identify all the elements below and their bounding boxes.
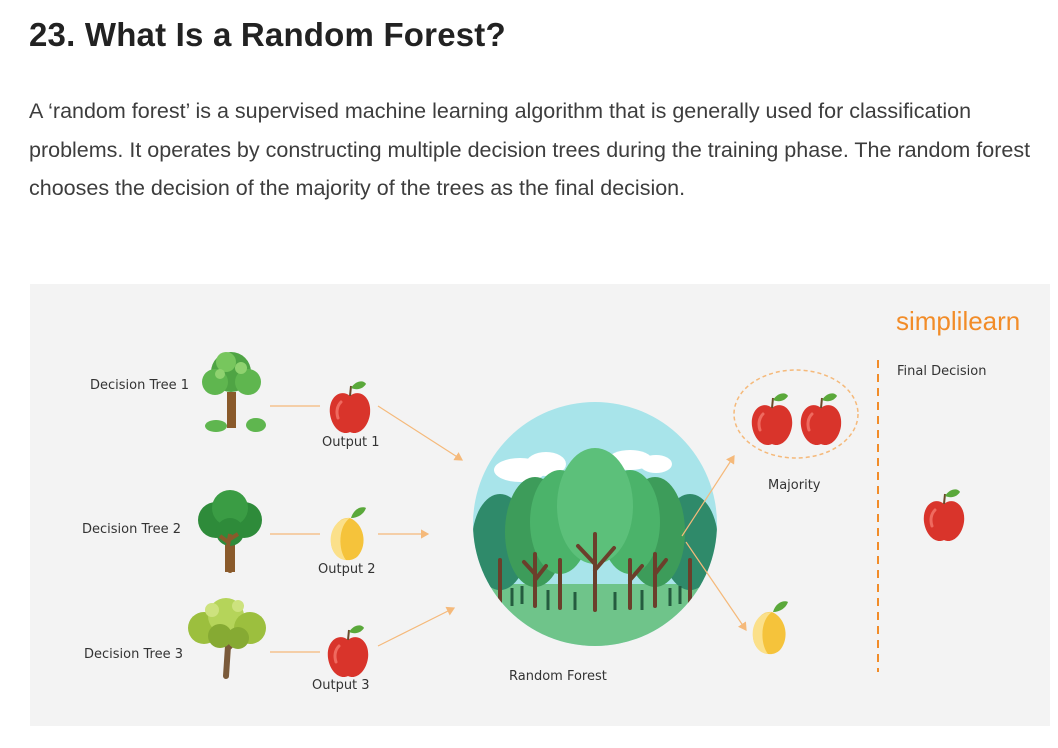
- arrow: [377, 606, 456, 647]
- output-2-label: Output 2: [318, 562, 376, 577]
- arrow: [681, 454, 735, 537]
- decision-tree-2-icon: [198, 490, 262, 573]
- page-title: 23. What Is a Random Forest?: [29, 16, 506, 53]
- random-forest-label: Random Forest: [509, 669, 607, 684]
- majority-apple-icon: [750, 391, 794, 447]
- arrow: [377, 405, 464, 461]
- final-decision-label: Final Decision: [897, 364, 986, 379]
- tree-1-label: Decision Tree 1: [90, 378, 189, 393]
- output-3-label: Output 3: [312, 678, 370, 693]
- decision-tree-1-icon: [202, 352, 266, 432]
- output-3-apple-icon: [326, 623, 370, 679]
- description-paragraph: A ‘random forest’ is a supervised machin…: [29, 99, 1031, 200]
- random-forest-icon: [473, 402, 717, 646]
- random-forest-diagram: Decision Tree 1 Decision Tree 2 Decision…: [30, 284, 1050, 726]
- majority-label: Majority: [768, 478, 821, 493]
- diagram-canvas: Decision Tree 1 Decision Tree 2 Decision…: [82, 306, 1020, 693]
- simplilearn-logo: simplilearn: [896, 306, 1020, 336]
- tree-2-label: Decision Tree 2: [82, 522, 181, 537]
- final-decision-apple-icon: [922, 487, 966, 543]
- output-1-label: Output 1: [322, 435, 380, 450]
- arrow: [685, 541, 747, 631]
- output-1-apple-icon: [328, 379, 372, 435]
- decision-tree-3-icon: [188, 598, 266, 679]
- majority-apple-icon: [799, 391, 843, 447]
- minority-mango-icon: [752, 601, 788, 655]
- output-2-mango-icon: [330, 507, 366, 561]
- tree-3-label: Decision Tree 3: [84, 647, 183, 662]
- majority-circle: [733, 369, 859, 459]
